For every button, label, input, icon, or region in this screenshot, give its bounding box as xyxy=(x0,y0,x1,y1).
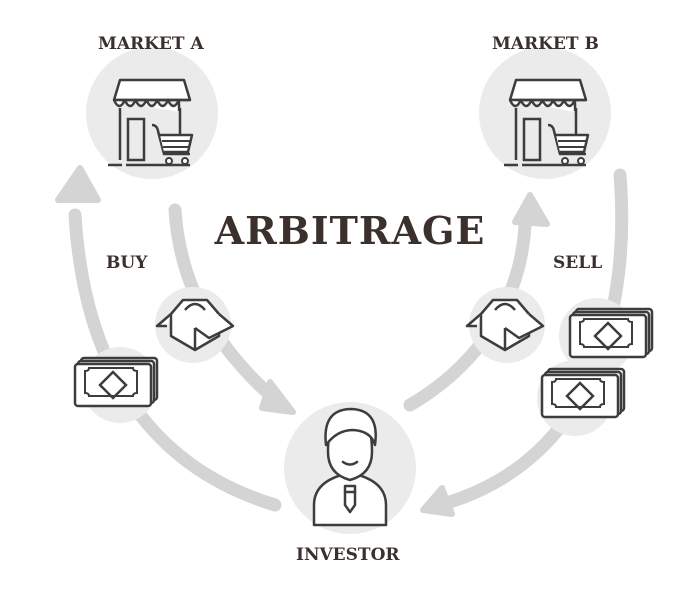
cash-stack-icon-sell-bottom xyxy=(540,367,626,419)
investor-label: INVESTOR xyxy=(296,545,400,565)
arrowhead-investor-left-icon xyxy=(259,379,296,415)
market-b-circle xyxy=(479,47,611,179)
buy-label: BUY xyxy=(106,253,148,273)
arrowhead-up-left-icon xyxy=(55,165,101,203)
diagram-title: ARBITRAGE xyxy=(214,208,486,253)
market-b-label: MARKET B xyxy=(492,34,599,54)
cash-stack-icon-buy xyxy=(73,356,159,408)
arrowhead-up-right-icon xyxy=(512,192,550,227)
market-a-circle xyxy=(86,47,218,179)
market-a-label: MARKET A xyxy=(98,34,204,54)
arrowhead-investor-right-icon xyxy=(420,485,455,517)
sell-label: SELL xyxy=(553,253,603,273)
cash-stack-icon-sell-top xyxy=(568,307,654,359)
businessman-icon xyxy=(312,407,388,527)
